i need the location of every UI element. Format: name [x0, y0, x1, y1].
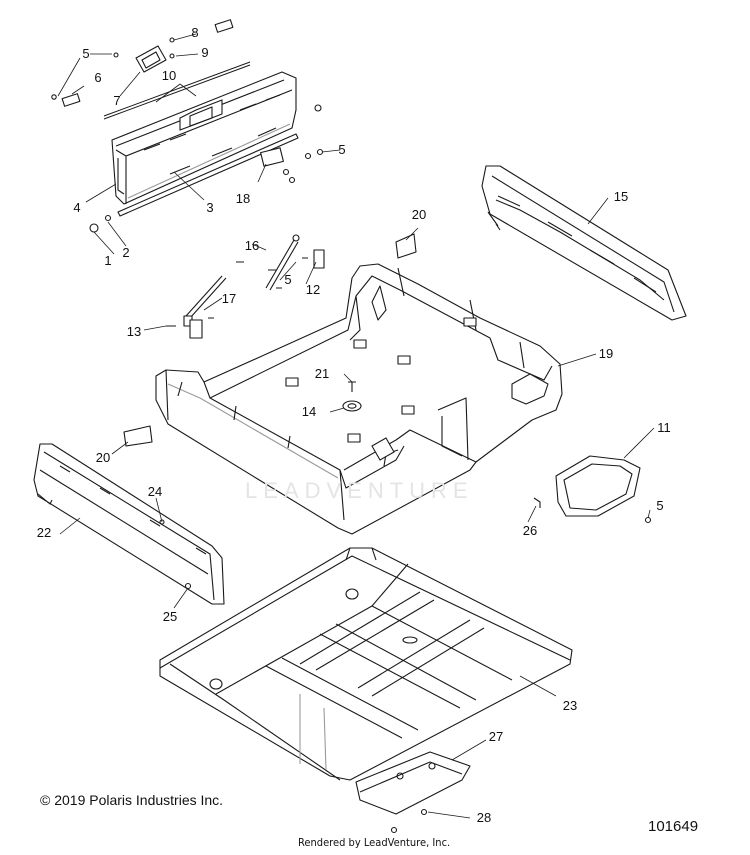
callout-5-top: 5	[82, 46, 90, 61]
callout-5-strap: 5	[284, 272, 292, 287]
tie-down-cups	[285, 317, 477, 443]
callout-20-upper: 20	[411, 207, 427, 222]
side-panel-left	[33, 443, 225, 605]
callout-14: 14	[301, 404, 317, 419]
render-credit: Rendered by LeadVenture, Inc.	[298, 836, 451, 849]
tailgate	[111, 71, 299, 217]
watermark: LEADVENTURE	[245, 478, 474, 503]
callout-3: 3	[206, 200, 214, 215]
callout-16: 16	[244, 238, 260, 253]
callout-20-lower: 20	[95, 450, 111, 465]
callout-22: 22	[36, 525, 52, 540]
callout-4: 4	[73, 200, 81, 215]
callout-8: 8	[191, 25, 199, 40]
cargo-box	[155, 263, 563, 535]
callout-21: 21	[314, 366, 330, 381]
trim-plate	[555, 455, 641, 517]
callout-24: 24	[147, 484, 163, 499]
callout-11: 11	[657, 420, 671, 435]
callout-27: 27	[488, 729, 504, 744]
callout-6: 6	[94, 70, 102, 85]
callout-7: 7	[113, 93, 121, 108]
callout-5-mid: 5	[338, 142, 346, 157]
callout-2: 2	[122, 245, 130, 260]
callout-25: 25	[162, 609, 178, 624]
callout-9: 9	[201, 45, 209, 60]
callout-12: 12	[305, 282, 321, 297]
callout-13: 13	[126, 324, 142, 339]
leader-lines	[57, 33, 655, 819]
callout-23: 23	[562, 698, 578, 713]
callout-5-right: 5	[656, 498, 664, 513]
callout-17: 17	[221, 291, 237, 306]
callout-26: 26	[522, 523, 538, 538]
copyright-text: © 2019 Polaris Industries Inc.	[40, 792, 224, 808]
bed-frame	[159, 547, 573, 781]
diagram-number: 101649	[648, 818, 699, 835]
callout-19: 19	[598, 346, 614, 361]
callout-1: 1	[104, 253, 112, 268]
callout-10: 10	[161, 68, 177, 83]
callout-18: 18	[235, 191, 251, 206]
tailgate-handle	[135, 45, 167, 73]
callout-28: 28	[476, 810, 492, 825]
strap-assembly	[166, 234, 325, 339]
side-panel-right	[481, 165, 687, 321]
callout-15: 15	[613, 189, 629, 204]
